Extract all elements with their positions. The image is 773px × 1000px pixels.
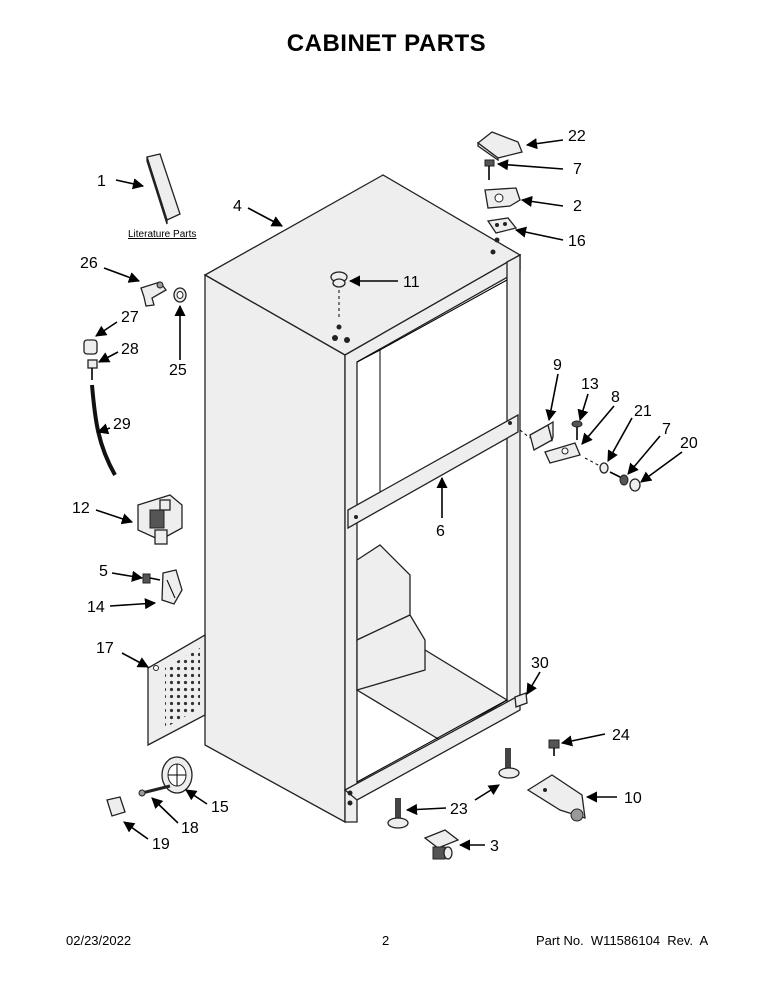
center-hinge-screw-icon: [609, 471, 629, 486]
leader-lines: [95, 138, 683, 851]
literature-booklet-icon: [146, 153, 181, 225]
callout-10: 10: [624, 790, 642, 807]
callout-21: 21: [634, 403, 652, 420]
hinge-shim-icon: [486, 217, 518, 234]
roller-pin-icon: [138, 784, 171, 797]
callout-27: 27: [121, 309, 139, 326]
callout-24: 24: [612, 727, 630, 744]
divider-rail: [347, 413, 519, 530]
callout-28: 28: [121, 341, 139, 358]
hinge-cover-icon: [476, 131, 523, 162]
refrigerator-cabinet: [203, 174, 522, 824]
callout-6: 6: [436, 523, 445, 540]
callout-9: 9: [553, 357, 562, 374]
callout-2: 2: [573, 198, 582, 215]
callout-5: 5: [99, 563, 108, 580]
page-title: CABINET PARTS: [286, 30, 487, 57]
footer-part-number: Part No. W11586104 Rev. A: [536, 933, 709, 948]
callout-12: 12: [72, 500, 90, 517]
hinge-cap-icon: [629, 478, 641, 492]
callout-29: 29: [113, 416, 131, 433]
callout-3: 3: [490, 838, 499, 855]
callout-1: 1: [97, 173, 106, 190]
rear-roller-bracket-icon: [526, 774, 586, 822]
callout-18: 18: [181, 820, 199, 837]
tube-insert-icon: [87, 359, 98, 380]
bottom-screw-icon: [514, 692, 528, 708]
center-hinge-icon: [544, 442, 581, 464]
literature-parts-label: Literature Parts: [128, 229, 196, 240]
leveling-leg-icon: [498, 748, 520, 779]
valve-bracket-icon: [161, 569, 183, 605]
footer-page-number: 2: [382, 933, 390, 948]
callout-14: 14: [87, 599, 105, 616]
callout-17: 17: [96, 640, 114, 657]
callout-7-right: 7: [662, 421, 671, 438]
door-stop-bracket-icon: [529, 420, 554, 451]
callout-19: 19: [152, 836, 170, 853]
callout-labels: 1 4 22 7 2 16 11 26 25 27 28 29 12 5 14 …: [72, 128, 698, 855]
leveling-leg-icon: [387, 798, 409, 829]
callout-16: 16: [568, 233, 586, 250]
roller-wheel-icon: [161, 756, 193, 794]
callout-7: 7: [573, 161, 582, 178]
callout-20: 20: [680, 435, 698, 452]
washer-icon: [599, 462, 609, 474]
callout-13: 13: [581, 376, 599, 393]
tube-cap-icon: [83, 339, 98, 355]
hinge-bolt-icon: [571, 420, 583, 440]
grommet-icon: [173, 287, 187, 303]
kickplate-vent-icon: [147, 633, 206, 747]
water-valve-icon: [137, 494, 183, 545]
hole-plug-icon: [330, 271, 348, 330]
callout-23: 23: [450, 801, 468, 818]
front-caster-icon: [423, 829, 460, 860]
roller-screw-icon: [548, 739, 560, 756]
callout-8: 8: [611, 389, 620, 406]
footer-date: 02/23/2022: [66, 933, 132, 948]
callout-11: 11: [403, 274, 420, 291]
hinge-screw-icon: [484, 159, 495, 180]
top-hinge-icon: [484, 187, 521, 209]
callout-25: 25: [169, 362, 187, 379]
callout-4: 4: [233, 198, 242, 215]
roller-cap-icon: [106, 796, 126, 817]
callout-26: 26: [80, 255, 98, 272]
callout-15: 15: [211, 799, 229, 816]
water-fitting-icon: [140, 281, 167, 307]
bracket-screw-icon: [142, 573, 161, 584]
callout-30: 30: [531, 655, 549, 672]
callout-22: 22: [568, 128, 586, 145]
